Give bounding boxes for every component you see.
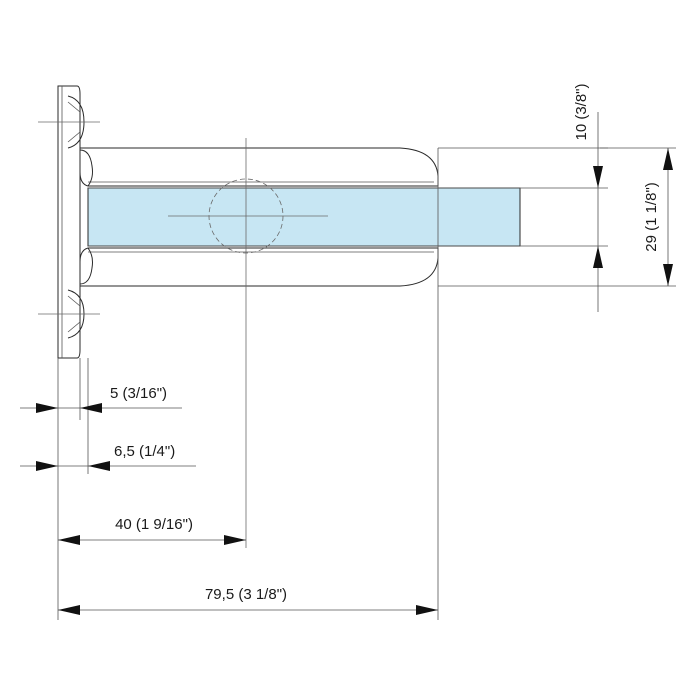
- dimension-79-5: 79,5 (3 1/8"): [58, 586, 438, 615]
- dimension-10-label: 10 (3/8"): [573, 83, 590, 140]
- dimension-10: 10 (3/8"): [573, 83, 603, 312]
- dimension-6-5: 6,5 (1/4"): [20, 443, 196, 471]
- dimension-5-label: 5 (3/16"): [110, 385, 167, 402]
- mounting-plate: [38, 85, 100, 359]
- screw-top: [38, 95, 100, 149]
- clamp-body: [79, 147, 439, 287]
- dimension-29: 29 (1 1/8"): [643, 148, 673, 286]
- center-bolt: [168, 138, 328, 548]
- extension-lines: [57, 147, 676, 620]
- glass-panel: [87, 187, 521, 247]
- dimension-5: 5 (3/16"): [20, 385, 182, 413]
- dimension-40-label: 40 (1 9/16"): [115, 516, 193, 533]
- dimension-6-5-label: 6,5 (1/4"): [114, 443, 175, 460]
- screw-bottom: [38, 289, 100, 339]
- dimension-79-5-label: 79,5 (3 1/8"): [205, 586, 287, 603]
- dimension-29-label: 29 (1 1/8"): [643, 182, 660, 252]
- dimension-40: 40 (1 9/16"): [58, 516, 246, 545]
